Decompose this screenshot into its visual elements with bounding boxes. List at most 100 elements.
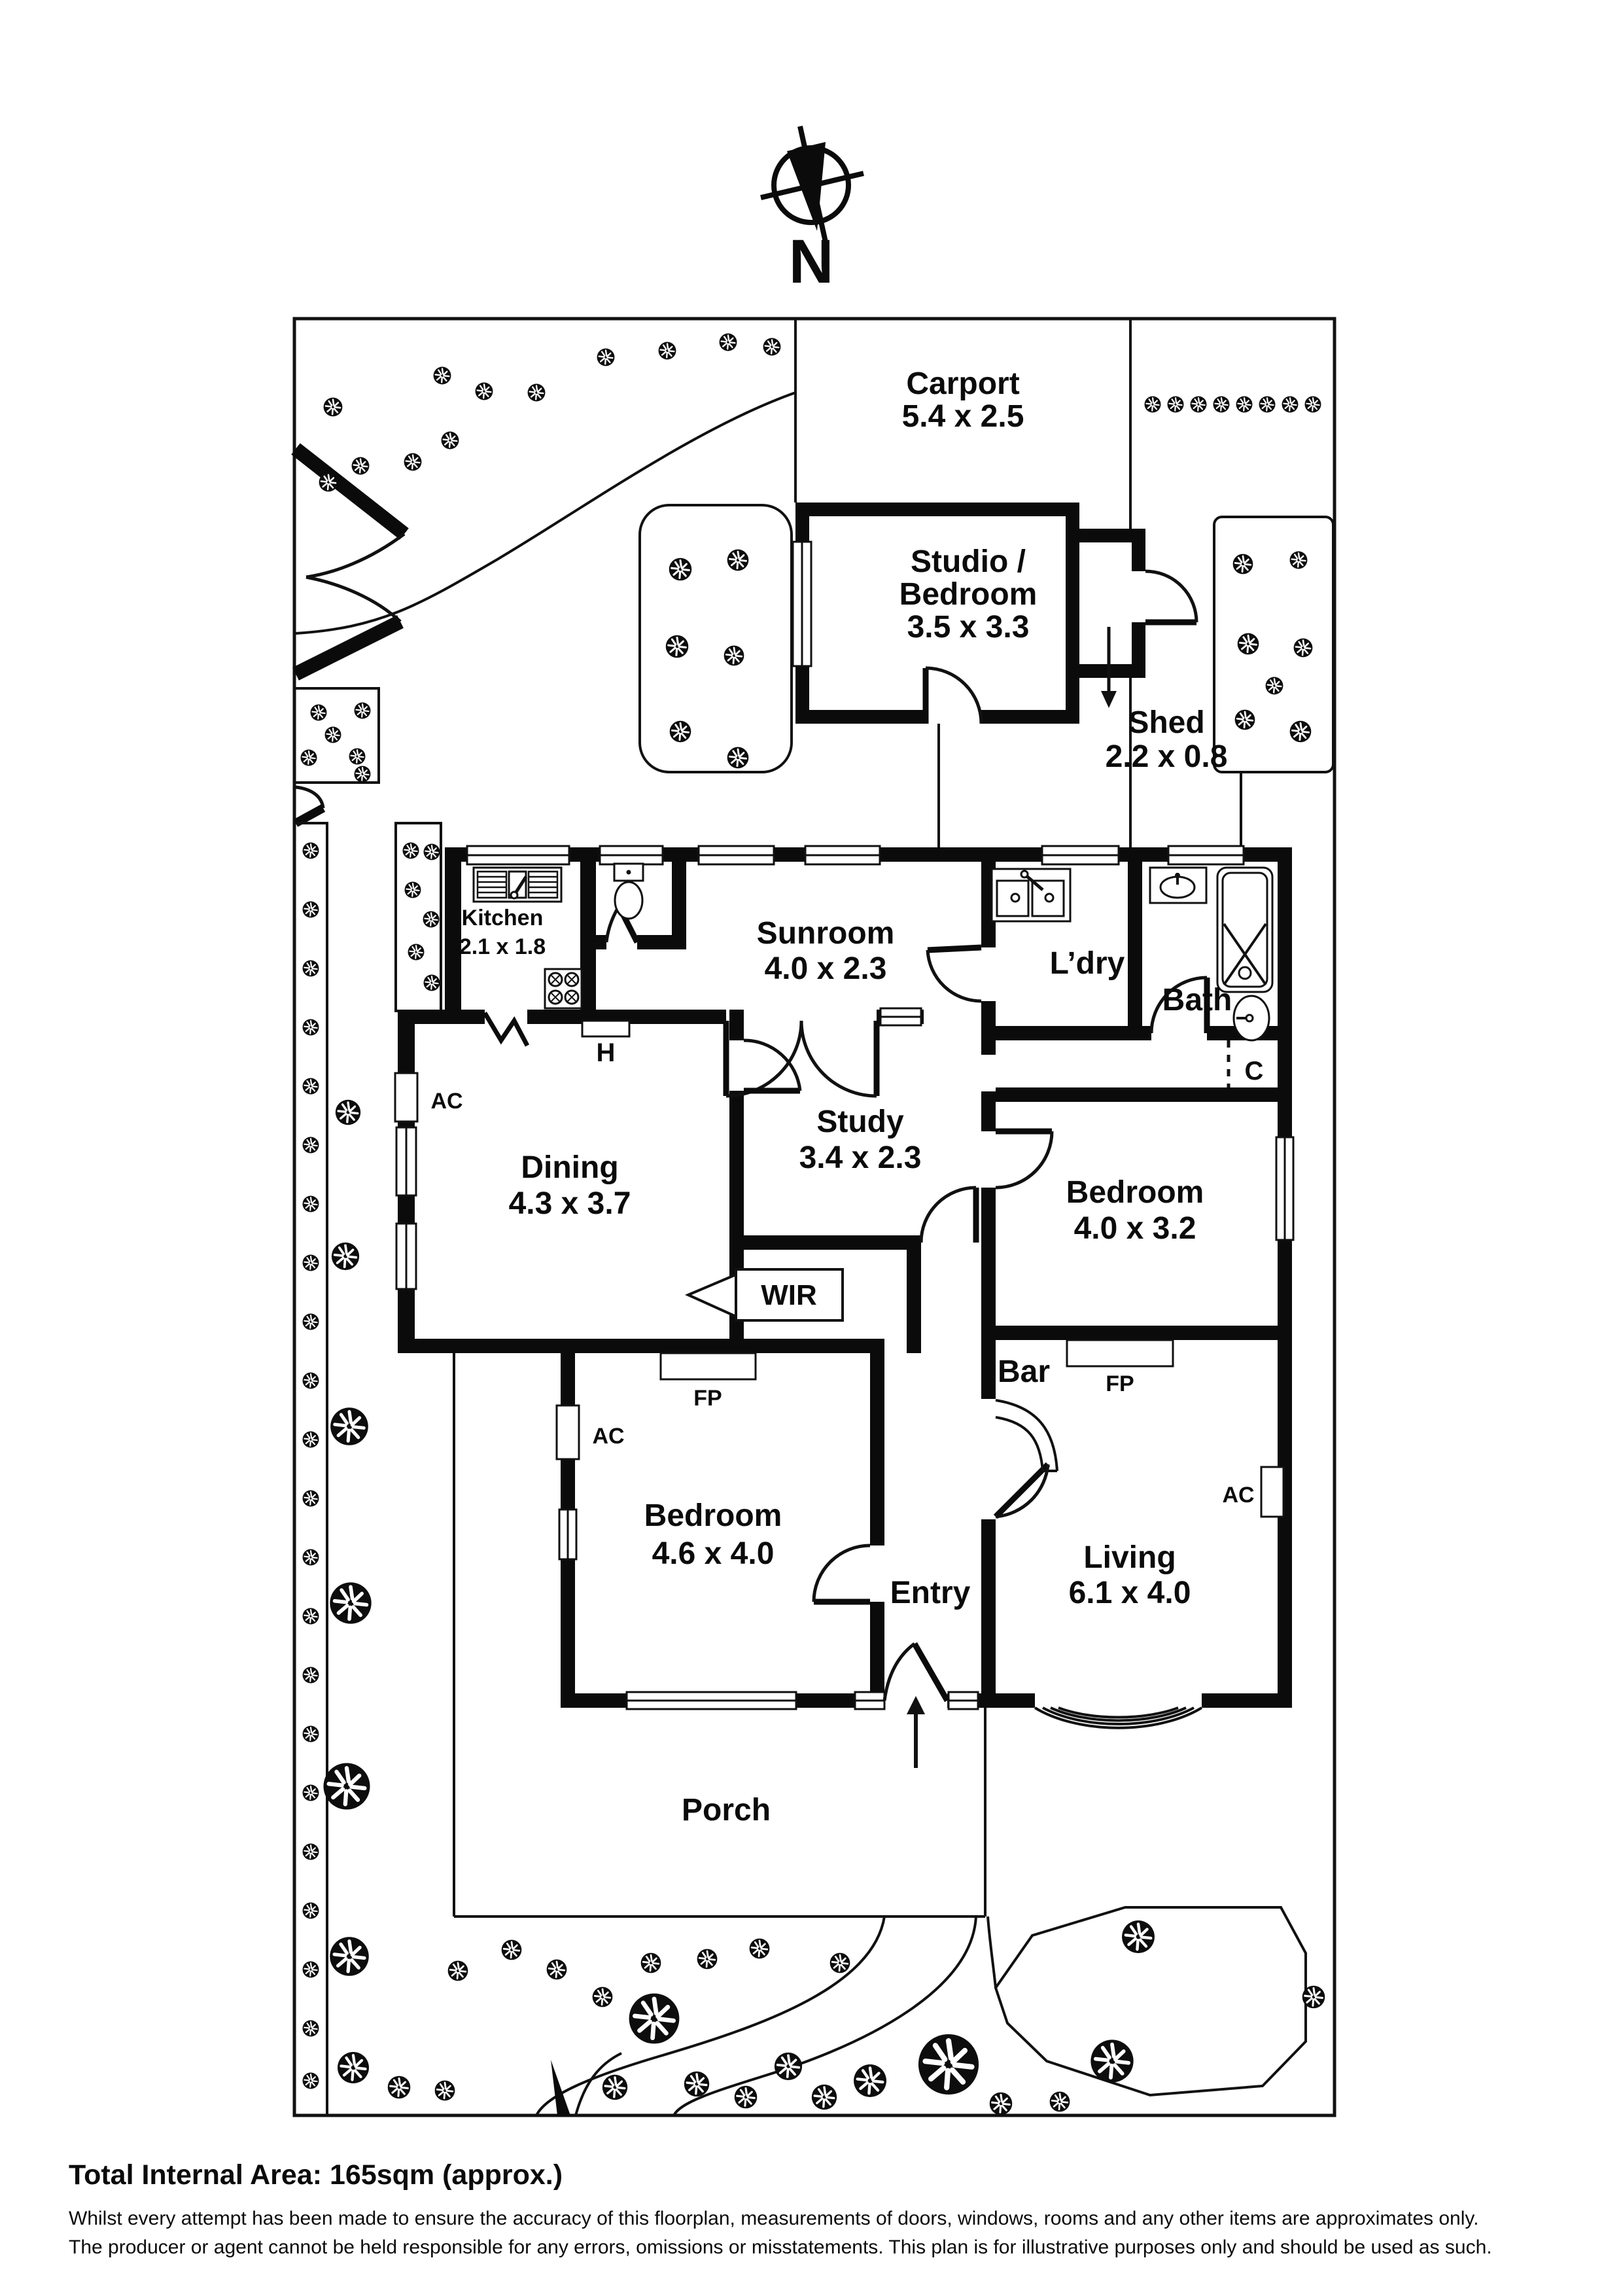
tree-icon	[302, 1784, 320, 1802]
porch-label: Porch	[682, 1793, 771, 1828]
vanity-basin-icon	[1149, 866, 1208, 904]
bath-label: Bath	[1162, 983, 1232, 1017]
tree-icon	[302, 1018, 320, 1036]
room-labels: Kitchen 2.1 x 1.8 Sunroom 4.0 x 2.3 L’dr…	[430, 906, 1263, 1828]
tree-icon	[1281, 395, 1299, 414]
tree-icon	[353, 765, 372, 783]
window	[697, 845, 775, 866]
tree-icon	[387, 2075, 411, 2100]
windows	[395, 845, 1295, 1710]
tree-icon	[629, 1994, 680, 2044]
tree-icon	[334, 1099, 362, 1126]
tree-icon	[1289, 550, 1308, 570]
cupboard-label: C	[1245, 1057, 1264, 1086]
hot-water-unit	[581, 1019, 631, 1038]
tree-icon	[474, 381, 494, 401]
tree-icon	[1258, 395, 1276, 414]
paved-area	[994, 1906, 1307, 2097]
tree-icon	[423, 843, 441, 861]
tree-icon	[669, 720, 692, 743]
laundry-label: L’dry	[1050, 946, 1125, 981]
tree-icon	[402, 841, 420, 860]
window	[395, 1222, 417, 1290]
tree-icon	[640, 1952, 662, 1974]
studio-label-2: Bedroom	[899, 577, 1038, 612]
ac-label-bedroom2: AC	[592, 1424, 624, 1449]
tree-icon	[527, 383, 546, 402]
tree-icon	[330, 1241, 360, 1271]
bedroom1-dims: 4.0 x 3.2	[1074, 1211, 1196, 1246]
bar-label: Bar	[998, 1354, 1050, 1389]
tree-icon	[665, 634, 689, 659]
tree-icon	[302, 1136, 320, 1154]
wir-pointer	[685, 1272, 737, 1319]
tree-icon	[773, 2051, 803, 2081]
tree-icon	[422, 910, 440, 928]
tree-icon	[407, 943, 425, 961]
tree-icon	[323, 1763, 370, 1809]
tree-icon	[733, 2085, 758, 2110]
tree-icon	[351, 456, 370, 476]
sunroom-label: Sunroom	[757, 916, 895, 951]
window	[558, 1508, 578, 1561]
toilet-icon	[613, 862, 644, 920]
window	[947, 1691, 979, 1710]
tree-icon	[302, 1489, 320, 1508]
tree-icon	[330, 1937, 369, 1976]
tree-icon	[748, 1937, 771, 1960]
disclaimer-line-1: Whilst every attempt has been made to en…	[69, 2208, 1479, 2229]
fixtures	[394, 862, 1285, 1729]
studio-building: Studio / Bedroom 3.5 x 3.3	[792, 503, 1079, 724]
bedroom2-label: Bedroom	[644, 1498, 782, 1533]
window	[1041, 845, 1120, 866]
site-boundary-and-garden	[291, 317, 1336, 2117]
window	[879, 1007, 922, 1027]
tree-icon	[1235, 395, 1253, 414]
hedge-chevron-2	[292, 615, 404, 680]
tree-icon	[918, 2034, 979, 2094]
tree-icon	[302, 841, 320, 860]
tree-icon	[309, 703, 328, 722]
tree-icon	[854, 2064, 886, 2097]
stove-icon	[544, 968, 583, 1010]
living-label: Living	[1083, 1540, 1176, 1575]
tree-icon	[318, 472, 339, 493]
hedge-arc-1	[305, 533, 406, 579]
tree-icon	[432, 366, 452, 385]
tree-icon	[546, 1958, 568, 1981]
tree-icon	[1293, 637, 1314, 658]
tree-icon	[330, 1582, 371, 1623]
tree-icon	[601, 2074, 629, 2101]
kitchen-label-box	[462, 907, 576, 959]
tree-icon	[1236, 632, 1260, 656]
shed-dims: 2.2 x 0.8	[1106, 739, 1228, 774]
tree-icon	[1166, 395, 1185, 414]
ac-label-living: AC	[1222, 1483, 1254, 1508]
study-label: Study	[816, 1104, 904, 1139]
path-wedge	[551, 2060, 570, 2115]
wir-box	[735, 1268, 844, 1322]
garden-bed-studio	[638, 504, 793, 773]
sunroom-dims: 4.0 x 2.3	[765, 951, 887, 986]
ac-unit-bedroom2	[555, 1404, 580, 1460]
tree-icon	[302, 1666, 320, 1684]
tree-icon	[302, 1254, 320, 1272]
footer: Total Internal Area: 165sqm (approx.) Wh…	[69, 2159, 1492, 2258]
kitchen-label: Kitchen	[462, 906, 544, 930]
carport-dims: 5.4 x 2.5	[902, 399, 1024, 434]
driveway-curve	[295, 391, 796, 635]
window	[625, 1691, 797, 1710]
tree-icon	[726, 746, 750, 769]
dining-dims: 4.3 x 3.7	[509, 1186, 631, 1221]
round-basin-icon	[1232, 995, 1270, 1042]
compass-icon: N	[760, 126, 864, 296]
garden-bed-topleft	[293, 687, 380, 784]
tree-icon	[302, 1843, 320, 1861]
tree-icon	[1304, 395, 1322, 414]
tree-icon	[302, 2072, 320, 2090]
tree-icon	[1289, 720, 1312, 743]
tree-icon	[1265, 676, 1284, 696]
tree-icon	[696, 1948, 718, 1970]
tree-icon	[811, 2083, 838, 2111]
